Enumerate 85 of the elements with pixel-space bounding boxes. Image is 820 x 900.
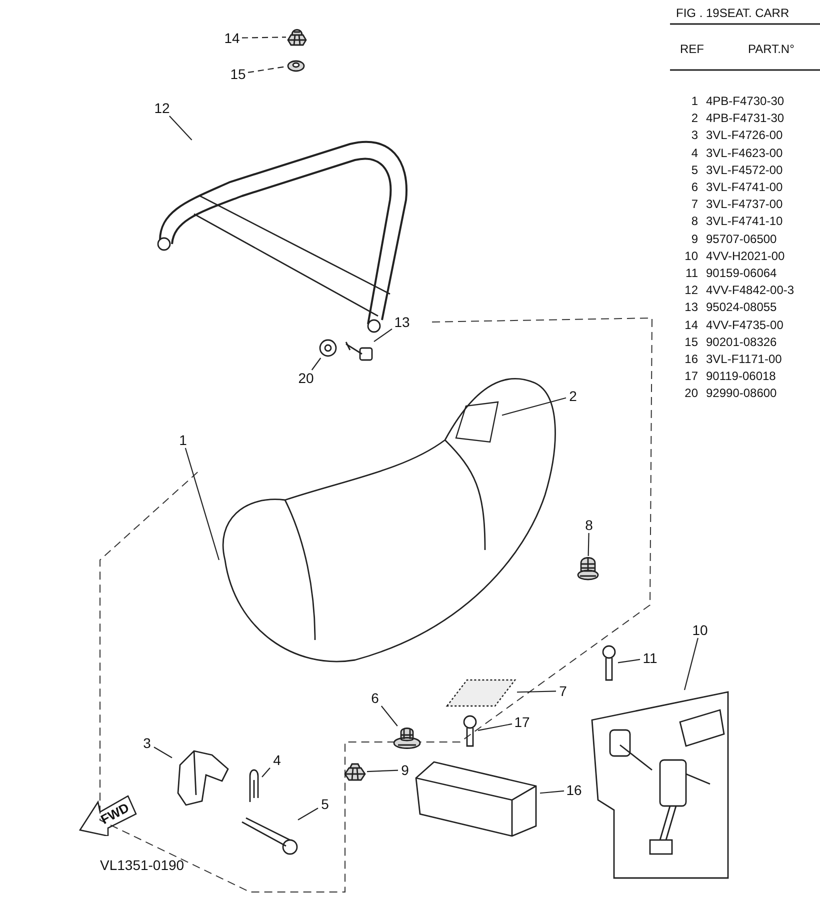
table-cell-text: 16 bbox=[684, 352, 698, 366]
leader-line bbox=[540, 790, 564, 794]
table-cell-text: 2 bbox=[690, 111, 698, 126]
table-cell-text: 1 bbox=[690, 94, 698, 108]
callout-number: 5 bbox=[318, 796, 332, 812]
column-header: REF bbox=[680, 42, 704, 56]
table-cell-text: 15 bbox=[684, 334, 698, 349]
callout-number: 2 bbox=[566, 388, 580, 404]
leader-line bbox=[262, 768, 270, 778]
table-cell: 90159-06064 bbox=[706, 266, 777, 280]
callout-number: 9 bbox=[398, 762, 412, 778]
callout-number: 20 bbox=[296, 370, 316, 386]
leader-line bbox=[374, 328, 392, 342]
callout-number: 8 bbox=[582, 517, 596, 533]
leader-line bbox=[154, 746, 172, 758]
leader-line bbox=[311, 358, 322, 370]
callout-number: 14 bbox=[222, 30, 242, 46]
table-cell-text: 14 bbox=[684, 318, 698, 332]
table-cell: 95024-08055 bbox=[706, 300, 777, 314]
leader-line bbox=[684, 638, 698, 690]
table-cell-text: 17 bbox=[684, 369, 698, 384]
drawing-number: VL1351-0190 bbox=[100, 858, 184, 872]
nut-drawing bbox=[286, 28, 308, 46]
column-header: PART.N° bbox=[748, 42, 794, 56]
table-cell: 4VV-F4735-00 bbox=[706, 318, 784, 332]
table-cell: 3VL-F4572-00 bbox=[706, 162, 783, 177]
figure-heading: FIG . 19SEAT. CARR bbox=[676, 6, 790, 20]
callout-number: 4 bbox=[270, 752, 284, 768]
table-cell: 3VL-F4741-10 bbox=[706, 214, 783, 228]
table-cell: 92990-08600 bbox=[706, 386, 777, 400]
callout-number: 11 bbox=[640, 650, 660, 666]
leader-line bbox=[380, 706, 398, 726]
table-cell: 3VL-F4737-00 bbox=[706, 197, 783, 212]
leader-line bbox=[478, 723, 512, 731]
table-cell: 90119-06018 bbox=[706, 369, 776, 384]
table-cell: 3VL-F4623-00 bbox=[706, 146, 783, 160]
washer-drawing bbox=[287, 58, 305, 72]
table-cell-text: 13 bbox=[684, 300, 698, 314]
nut-drawing bbox=[343, 762, 367, 782]
pad-drawing bbox=[445, 678, 517, 708]
callout-number: 1 bbox=[176, 432, 190, 448]
table-cell: 4PB-F4731-30 bbox=[706, 111, 784, 126]
table-cell: 3VL-F4741-00 bbox=[706, 180, 783, 194]
leader-line bbox=[366, 770, 398, 772]
table-cell-text: 10 bbox=[684, 248, 698, 263]
table-cell: 3VL-F4726-00 bbox=[706, 128, 783, 142]
callout-number: 17 bbox=[512, 714, 532, 730]
leader-line bbox=[516, 690, 556, 693]
table-cell-text: 20 bbox=[684, 386, 698, 400]
lock-set-drawing bbox=[590, 690, 730, 880]
table-cell: 4PB-F4730-30 bbox=[706, 94, 784, 108]
leader-line bbox=[184, 448, 220, 560]
table-cell-text: 9 bbox=[690, 232, 698, 246]
leader-line bbox=[242, 36, 286, 38]
table-cell-text: 12 bbox=[684, 283, 698, 298]
table-cell-text: 11 bbox=[684, 266, 698, 280]
callout-number: 12 bbox=[152, 100, 172, 116]
pin-drawing bbox=[240, 818, 298, 856]
damper-drawing bbox=[392, 726, 422, 750]
callout-number: 6 bbox=[368, 690, 382, 706]
screw-drawing bbox=[462, 716, 478, 748]
table-cell-text: 3 bbox=[690, 128, 698, 142]
callout-number: 15 bbox=[228, 66, 248, 82]
bolt-drawing bbox=[600, 646, 618, 682]
table-cell-text: 4 bbox=[690, 146, 698, 160]
callout-number: 10 bbox=[690, 622, 710, 638]
table-cell: 90201-08326 bbox=[706, 334, 777, 349]
callout-number: 3 bbox=[140, 735, 154, 751]
leader-line bbox=[618, 658, 640, 664]
table-cell: 95707-06500 bbox=[706, 232, 777, 246]
table-cell: 3VL-F1171-00 bbox=[706, 352, 782, 366]
leader-line bbox=[588, 532, 590, 556]
table-cell-text: 7 bbox=[690, 197, 698, 212]
table-cell: 4VV-F4842-00-3 bbox=[706, 283, 794, 298]
table-cell-text: 6 bbox=[690, 180, 698, 194]
leader-line bbox=[298, 808, 318, 820]
table-cell: 4VV-H2021-00 bbox=[706, 248, 785, 263]
leader-line bbox=[169, 116, 192, 140]
table-cell-text: 8 bbox=[690, 214, 698, 228]
collar-drawing bbox=[318, 338, 338, 358]
callout-number: 7 bbox=[556, 683, 570, 699]
table-cell-text: 5 bbox=[690, 162, 698, 177]
damper-drawing bbox=[576, 556, 600, 582]
callout-number: 13 bbox=[392, 314, 412, 330]
callout-number: 16 bbox=[564, 782, 584, 798]
